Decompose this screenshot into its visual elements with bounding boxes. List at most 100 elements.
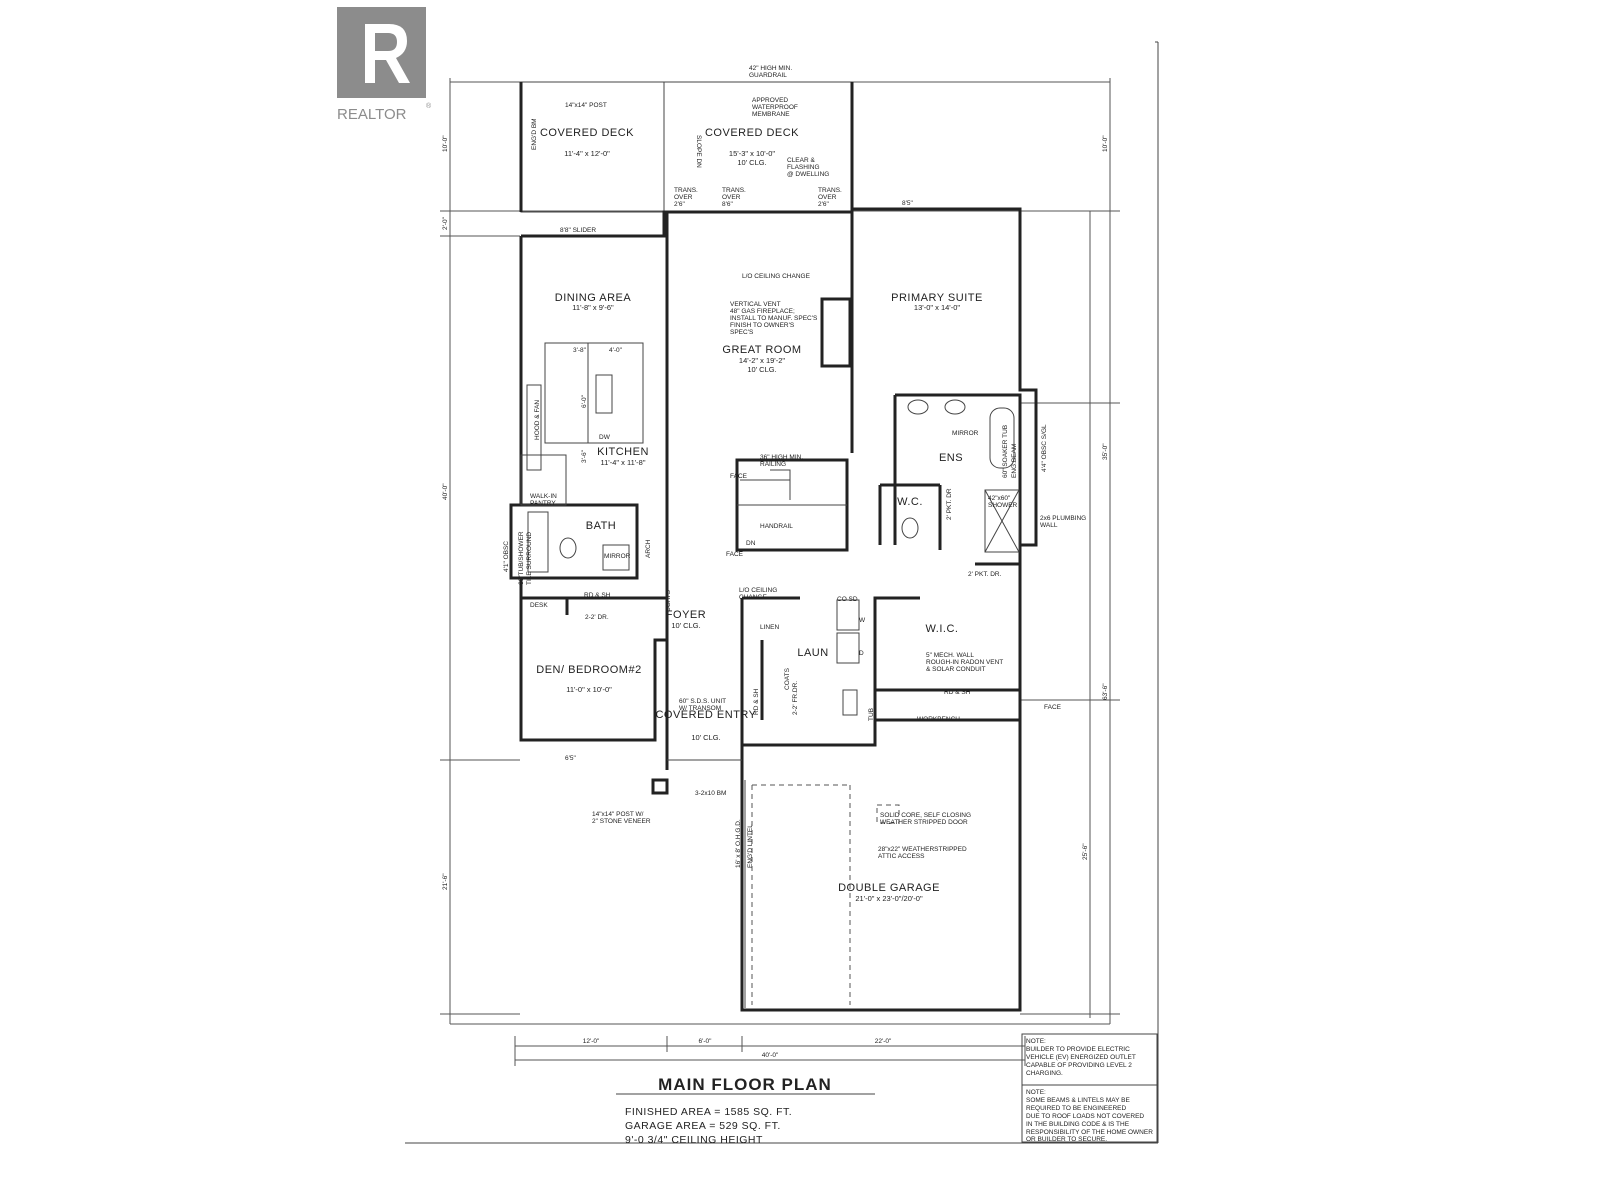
shower-line-2: SHOWER — [988, 502, 1018, 509]
garage-name: DOUBLE GARAGE — [838, 882, 940, 894]
great-room-name: GREAT ROOM — [722, 344, 801, 356]
engd-bm-label: ENG'D BM — [531, 118, 538, 150]
wc-name: W.C. — [897, 496, 923, 508]
pkt-1-label: 2' PKT. DR — [946, 488, 953, 520]
flashing-line-1: CLEAR & — [787, 157, 815, 164]
trans-2-line-3: 8'6" — [722, 201, 733, 208]
island-dim-1: 3'-8" — [573, 347, 587, 354]
pantry-line-2: PANTRY — [530, 500, 556, 507]
note-1-head: NOTE: — [1026, 1038, 1046, 1045]
note-1-line-3: CAPABLE OF PROVIDING LEVEL 2 — [1026, 1062, 1132, 1069]
dim-right-25: 25'-6" — [1082, 843, 1089, 860]
fireplace-line-2: 48" GAS FIREPLACE; — [730, 308, 795, 315]
den-size: 11'-0" x 10'-0" — [566, 685, 612, 694]
tub-surround-line-1: 60"TUB/SHOWER — [518, 531, 525, 585]
island-dim-3: 6'-0" — [581, 394, 588, 408]
covered-entry-name: COVERED ENTRY — [655, 709, 756, 721]
door-solid-line-2: WEATHER STRIPPED DOOR — [880, 819, 968, 826]
mech-line-3: & SOLAR CONDUIT — [926, 666, 986, 673]
covered-deck-1-name: COVERED DECK — [540, 127, 634, 139]
bath-name: BATH — [586, 520, 617, 532]
dim-bottom-12: 12'-0" — [583, 1038, 600, 1045]
island-dim-2: 4'-0" — [609, 347, 623, 354]
trans-3-line-1: TRANS. — [818, 187, 842, 194]
membrane-line-1: APPROVED — [752, 97, 788, 104]
note-2-line-3: DUE TO ROOF LOADS NOT COVERED — [1026, 1113, 1144, 1120]
annotations: 42" HIGH MIN. GUARDRAIL 14"x14" POST APP… — [503, 65, 1086, 868]
co-sd-label: CO SD — [837, 596, 858, 603]
fireplace-line-5: SPEC'S — [730, 329, 754, 336]
plumbing-line-1: 2x6 PLUMBING — [1040, 515, 1086, 522]
flashing-line-3: @ DWELLING — [787, 171, 829, 178]
workbench-label: WORKBENCH — [917, 716, 960, 723]
dimension-labels: 10'-0" 10'-0" 2'-0" 40'-0" 21'-6" 35'-0"… — [442, 135, 1109, 1059]
den-name: DEN/ BEDROOM#2 — [536, 664, 641, 676]
coats-1-label: COATS — [665, 589, 672, 612]
ceiling-height: 9'-0 3/4" CEILING HEIGHT — [625, 1134, 763, 1146]
attic-line-2: ATTIC ACCESS — [878, 853, 925, 860]
desk-label: DESK — [530, 602, 548, 609]
eng-beam-label: ENG.BEAM — [1011, 444, 1018, 478]
dn-label: DN — [746, 540, 756, 547]
notes-box: NOTE: BUILDER TO PROVIDE ELECTRIC VEHICL… — [1021, 1033, 1158, 1143]
linen-label: LINEN — [760, 624, 779, 631]
slider-label: 8'8" SLIDER — [560, 227, 596, 234]
slope-label: SLOPE DN — [695, 135, 702, 168]
mech-line-2: ROUGH-IN RADON VENT — [926, 659, 1003, 666]
covered-deck-2-ceiling: 10' CLG. — [737, 158, 766, 167]
wic-name: W.I.C. — [926, 623, 959, 635]
note-1-line-1: BUILDER TO PROVIDE ELECTRIC — [1026, 1046, 1130, 1053]
dim-right-35: 35'-0" — [1102, 443, 1109, 460]
attic-line-1: 28"x22" WEATHERSTRIPPED — [878, 846, 967, 853]
primary-size: 13'-0" x 14'-0" — [914, 303, 960, 312]
fireplace-line-3: INSTALL TO MANUF. SPEC'S — [730, 315, 818, 322]
realtor-r-letter — [365, 24, 410, 83]
dryer-label: D — [859, 650, 864, 657]
flashing-line-2: FLASHING — [787, 164, 820, 171]
covered-deck-2-name: COVERED DECK — [705, 127, 799, 139]
pkt-2-label: 2' PKT. DR. — [968, 571, 1002, 578]
fireplace-line-1: VERTICAL VENT — [730, 301, 781, 308]
washer-label: W — [859, 617, 866, 624]
membrane-line-3: MEMBRANE — [752, 111, 790, 118]
ens-name: ENS — [939, 452, 963, 464]
mech-line-1: 5" MECH. WALL — [926, 652, 974, 659]
dr-2-label: 2-2' FR.DR. — [792, 681, 799, 715]
garage-area: GARAGE AREA = 529 SQ. FT. — [625, 1120, 781, 1132]
rd-sh-3-label: RD & SH — [753, 688, 760, 715]
arch-label: ARCH — [645, 539, 652, 558]
sink-label: TUB — [868, 708, 875, 721]
sds-line-2: W/ TRANSOM — [679, 705, 721, 712]
kitchen-name: KITCHEN — [597, 446, 649, 458]
ceiling-change-label: L/O CEILING CHANGE — [742, 273, 811, 280]
ohgd-label: 16' x 8' O.H.G.D. — [735, 819, 742, 868]
post-top-label: 14"x14" POST — [565, 102, 607, 109]
great-room-size: 14'-2" x 19'-2" — [739, 356, 785, 365]
primary-name: PRIMARY SUITE — [891, 292, 983, 304]
ceiling-change-2-line-1: L/O CEILING — [739, 587, 777, 594]
dining-size: 11'-8" x 9'-6" — [572, 303, 614, 312]
mirror-bath-label: MIRROR — [604, 553, 631, 560]
mirror-ens-label: MIRROR — [952, 430, 979, 437]
guardrail-line-1: 42" HIGH MIN. — [749, 65, 792, 72]
shower-line-1: 42"x60" — [988, 495, 1011, 502]
realtor-logo: REALTOR ® — [337, 7, 432, 123]
note-2-line-1: SOME BEAMS & LINTELS MAY BE — [1026, 1097, 1130, 1104]
fireplace — [820, 297, 852, 368]
note-2-line-2: REQUIRED TO BE ENGINEERED — [1026, 1105, 1126, 1112]
sds-line-1: 60" S.D.S. UNIT — [679, 698, 726, 705]
dining-name: DINING AREA — [555, 292, 632, 304]
note-2-line-5: RESPONSIBILITY OF THE HOME OWNER — [1026, 1129, 1153, 1136]
ceiling-change-2-line-2: CHANGE — [739, 594, 767, 601]
trans-1-line-1: TRANS. — [674, 187, 698, 194]
trans-2-line-2: OVER — [722, 194, 741, 201]
realtor-logo-text: REALTOR — [337, 106, 407, 123]
finished-area: FINISHED AREA = 1585 SQ. FT. — [625, 1106, 792, 1118]
note-1-line-4: CHARGING. — [1026, 1070, 1063, 1077]
beam-label: 3-2x10 BM — [695, 790, 726, 797]
fixtures — [520, 342, 1020, 716]
notes-border — [1021, 1033, 1158, 1143]
bottom-door-label: 6'5" — [565, 755, 576, 762]
dim-left-40: 40'-0" — [442, 483, 449, 500]
